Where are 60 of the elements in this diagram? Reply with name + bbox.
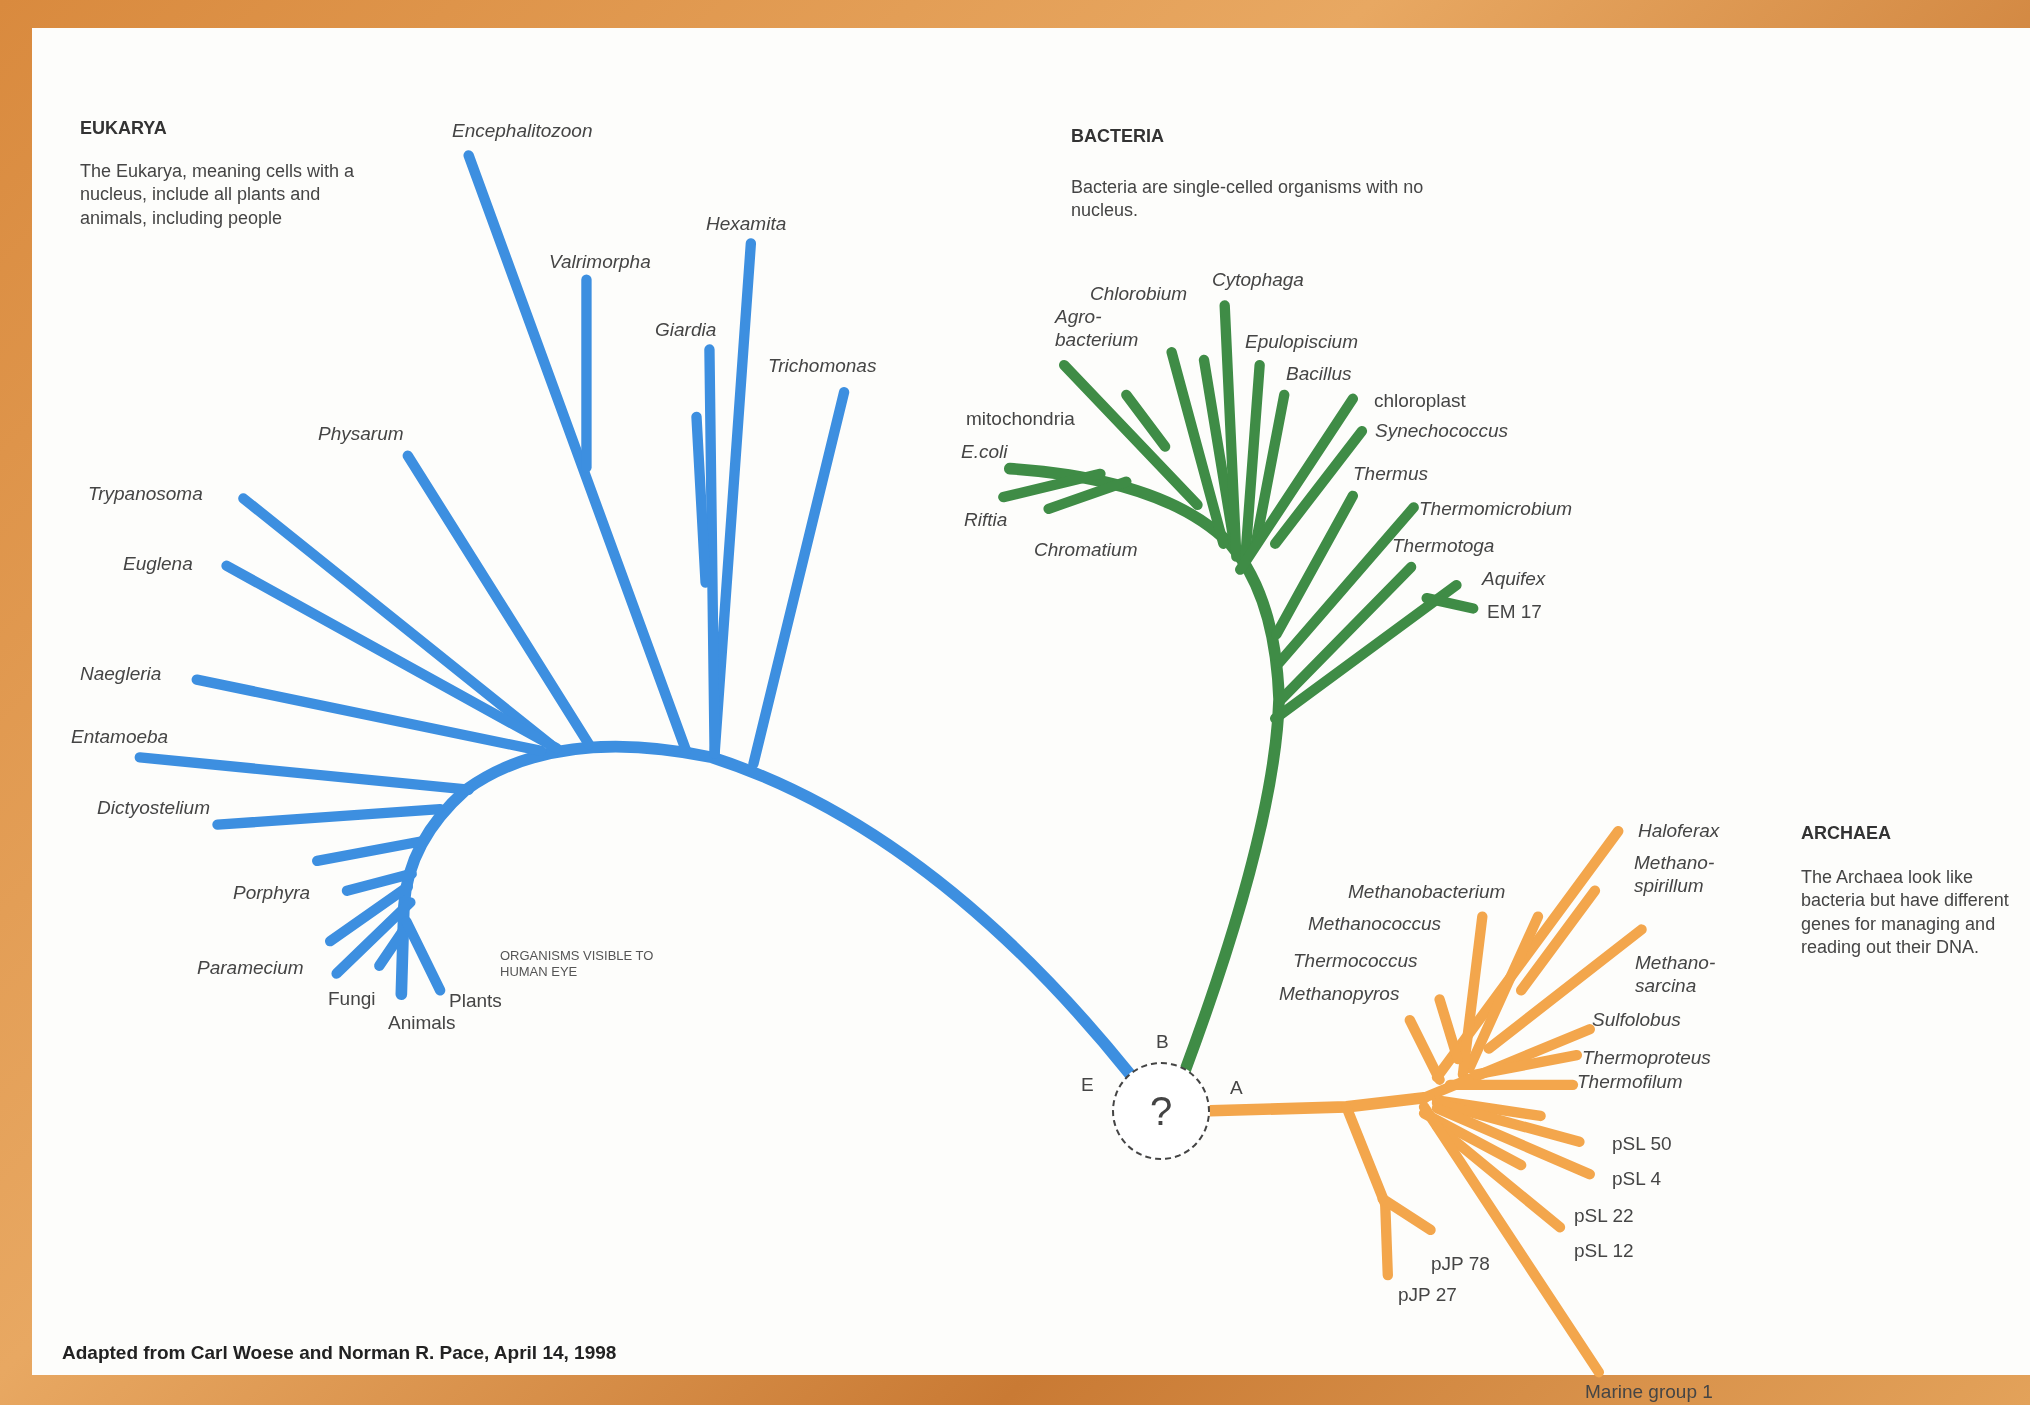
taxon-label: Physarum (318, 423, 404, 446)
taxon-label: pJP 27 (1398, 1284, 1457, 1307)
taxon-label: Thermoproteus (1582, 1047, 1711, 1070)
taxon-label: Synechococcus (1375, 420, 1509, 443)
taxon-label: EM 17 (1487, 601, 1542, 624)
taxon-label: Animals (388, 1012, 456, 1035)
taxon-label: Thermotoga (1392, 535, 1495, 558)
taxon-label: Methanopyros (1279, 983, 1400, 1006)
taxon-label: mitochondria (966, 408, 1075, 431)
taxon-label: Haloferax (1638, 820, 1720, 843)
taxon-label: pSL 12 (1574, 1240, 1634, 1263)
description-text: The Archaea look like bacteria but have different genes for managing and reading out their DNA. (1801, 866, 2010, 960)
taxon-label: chloroplast (1374, 390, 1466, 413)
taxon-label: Thermomicrobium (1419, 498, 1573, 521)
taxon-label: Euglena (123, 553, 193, 576)
taxon-label: Entamoeba (71, 726, 169, 749)
taxon-label: Valrimorpha (549, 251, 651, 274)
taxon-label: Riftia (964, 509, 1008, 532)
taxon-label: Aquifex (1482, 568, 1546, 591)
taxon-label: Thermococcus (1293, 950, 1418, 973)
taxon-label: Paramecium (197, 957, 304, 980)
taxon-label: Thermus (1353, 463, 1428, 486)
taxon-label: Chlorobium (1090, 283, 1188, 306)
taxon-label: pSL 50 (1612, 1133, 1672, 1156)
taxon-label: Hexamita (706, 213, 787, 236)
taxon-label: Giardia (655, 319, 717, 342)
taxon-label: Methanococcus (1308, 913, 1442, 936)
taxon-label: Chromatium (1034, 539, 1138, 562)
section-heading: EUKARYA (80, 118, 167, 140)
taxon-label: Agro- bacterium (1055, 306, 1140, 352)
taxon-label: Fungi (328, 988, 376, 1011)
branch-letter: A (1230, 1077, 1243, 1100)
taxon-label: Epulopiscium (1245, 331, 1358, 354)
taxon-label: Methano- spirillum (1634, 852, 1716, 898)
description-text: The Eukarya, meaning cells with a nucleus, include all plants and animals, including people (80, 160, 356, 230)
caption: Adapted from Carl Woese and Norman R. Pace, April 14, 1998 (62, 1342, 617, 1364)
description-text: Bacteria are single-celled organisms with no nucleus. (1071, 176, 1425, 223)
note-text: ORGANISMS VISIBLE TO HUMAN EYE (500, 948, 655, 980)
taxon-label: Trypanosoma (88, 483, 203, 506)
taxon-label: Naegleria (80, 663, 162, 686)
taxon-label: pJP 78 (1431, 1253, 1490, 1276)
taxon-label: Encephalitozoon (452, 120, 593, 143)
taxon-label: Cytophaga (1212, 269, 1304, 292)
taxon-label: Methano- sarcina (1635, 952, 1717, 998)
taxon-label: Methanobacterium (1348, 881, 1506, 904)
taxon-label: Thermofilum (1577, 1071, 1683, 1094)
taxon-label: pSL 22 (1574, 1205, 1634, 1228)
taxon-label: Bacillus (1286, 363, 1352, 386)
taxon-label: pSL 4 (1612, 1168, 1661, 1191)
branch-letter: B (1156, 1031, 1169, 1054)
branch-letter: E (1081, 1074, 1094, 1097)
taxon-label: Marine group 1 (1585, 1381, 1713, 1404)
taxon-label: Trichomonas (768, 355, 877, 378)
taxon-label: Plants (449, 990, 502, 1013)
section-heading: ARCHAEA (1801, 823, 1891, 845)
taxon-label: Dictyostelium (97, 797, 210, 820)
taxon-label: E.coli (961, 441, 1008, 464)
section-heading: BACTERIA (1071, 126, 1164, 148)
taxon-label: Porphyra (233, 882, 311, 905)
taxon-label: Sulfolobus (1592, 1009, 1681, 1032)
